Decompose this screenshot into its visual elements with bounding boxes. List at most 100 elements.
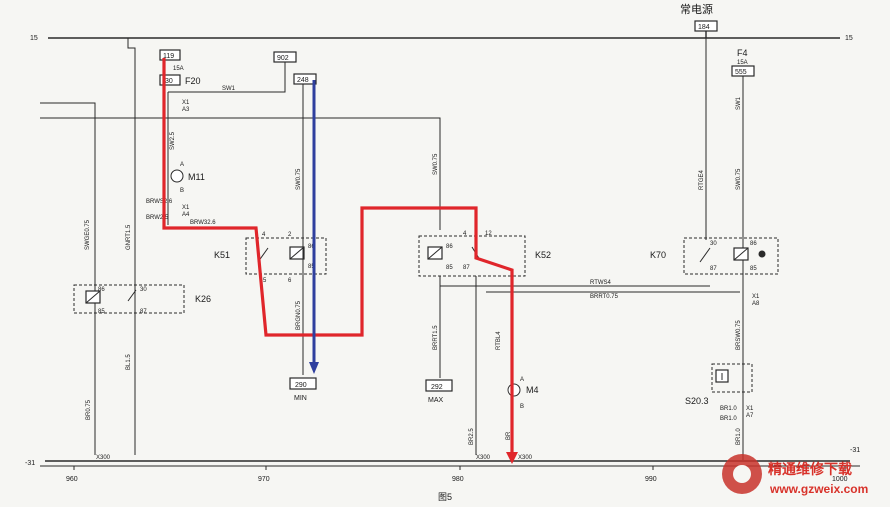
rtbl4-label: RTBL4: [496, 331, 502, 350]
relay-k26-label: K26: [195, 294, 211, 304]
brw26-label: BRW32.6: [190, 220, 216, 226]
svg-text:X1: X1: [182, 205, 190, 211]
rail-31-right-label: -31: [850, 447, 860, 454]
x300-left: X300: [96, 455, 111, 461]
terminal-292-box: [425, 379, 453, 392]
relay-k70-label: K70: [650, 250, 666, 260]
terminal-290-box: [289, 377, 317, 390]
svg-text:2: 2: [288, 232, 292, 238]
motor-m11-label: M11: [188, 172, 205, 182]
current-path-red: [162, 58, 514, 458]
switch-s20-label: S20.3: [685, 396, 709, 406]
axis-tick-1000: 1000: [832, 476, 848, 483]
x300-mid-a: X300: [476, 455, 491, 461]
svg-text:X1: X1: [746, 406, 754, 412]
f4-rating: 15A: [737, 60, 748, 66]
brrt075-label: BRRT0.75: [590, 294, 619, 300]
svg-text:A7: A7: [746, 413, 754, 419]
svg-text:86: 86: [750, 241, 757, 247]
brws26-label: BRWS2.6: [146, 199, 173, 205]
terminal-555: 555: [735, 69, 747, 76]
terminal-248: 248: [297, 77, 309, 84]
sw075-label-k52: SW0.75: [433, 153, 439, 175]
relay-k51-label: K51: [214, 250, 230, 260]
blue-arrow-head: [309, 362, 319, 374]
svg-text:4: 4: [463, 231, 467, 237]
terminal-119-box: [159, 49, 181, 61]
terminal-292: 292: [431, 384, 443, 391]
motor-m11-icon: [170, 169, 184, 183]
brrt15-label: BRRT1.5: [433, 325, 439, 350]
relay-k26-box: [73, 284, 185, 314]
br-label: BR: [506, 431, 512, 440]
svg-text:5: 5: [263, 278, 267, 284]
svg-text:B: B: [520, 404, 524, 410]
relay-k52-label: K52: [535, 250, 551, 260]
relay-k51-box: [245, 237, 327, 275]
swge075-label: SWGE0.75: [85, 219, 91, 250]
min-label: MIN: [294, 395, 307, 402]
axis-tick-980: 980: [452, 476, 464, 483]
svg-text:85: 85: [446, 265, 453, 271]
svg-text:A8: A8: [752, 301, 760, 307]
terminal-119: 119: [163, 53, 174, 60]
terminal-30-box: [159, 74, 181, 86]
relay-k70-box: [683, 237, 779, 275]
svg-text:85: 85: [750, 266, 757, 272]
rtge4-label: RTGE4: [699, 169, 705, 190]
svg-text:4: 4: [262, 232, 266, 238]
svg-text:86: 86: [308, 244, 315, 250]
sw075-label-k70: SW0.75: [736, 168, 742, 190]
red-arrow-head: [506, 452, 518, 464]
svg-text:12: 12: [485, 231, 492, 237]
terminal-248-box: [293, 73, 317, 85]
rail-15-left-label: 15: [30, 35, 38, 42]
brw25-label: BRW2.5: [146, 215, 169, 221]
sw075-label-k51: SW0.75: [296, 168, 302, 190]
motor-m4-icon: [507, 383, 521, 397]
svg-text:87: 87: [710, 266, 717, 272]
x1-label: X1: [182, 100, 190, 106]
axis-ticks: [40, 465, 860, 470]
max-label: MAX: [428, 397, 444, 404]
watermark-title: 精通维修下载: [768, 461, 852, 477]
svg-text:30: 30: [140, 287, 147, 293]
svg-text:86: 86: [98, 287, 105, 293]
terminal-30: 30: [165, 78, 173, 85]
br1-label-a: BR1.0: [720, 406, 737, 412]
svg-text:A4: A4: [182, 212, 190, 218]
br1-label-b: BR1.0: [720, 416, 737, 422]
fuse-f4-label: F4: [737, 48, 748, 58]
gnrt15-label: GNRT1.5: [126, 224, 132, 250]
terminal-902: 902: [277, 55, 289, 62]
a3-label: A3: [182, 107, 190, 113]
svg-text:86: 86: [446, 244, 453, 250]
brgn075-label: BRGN0.75: [296, 300, 302, 330]
svg-text:B: B: [180, 188, 184, 194]
svg-text:87: 87: [140, 309, 147, 315]
svg-text:85: 85: [98, 309, 105, 315]
switch-s20-box: [711, 363, 753, 393]
f20-rating: 15A: [173, 66, 184, 72]
br1-label-c: BR1.0: [736, 428, 742, 445]
svg-text:6: 6: [288, 278, 292, 284]
br075-label: BR0.75: [86, 399, 92, 420]
terminal-184: 184: [698, 24, 710, 31]
svg-text:85: 85: [308, 264, 315, 270]
svg-text:87: 87: [463, 265, 470, 271]
svg-text:30: 30: [710, 241, 717, 247]
sw1-vert-label: SW1: [736, 96, 742, 110]
watermark-url: www.gzweix.com: [769, 482, 868, 496]
sw1-label: SW1: [222, 86, 236, 92]
axis-tick-970: 970: [258, 476, 270, 483]
sw25-label: SW2.5: [170, 131, 176, 150]
rtws4-label: RTWS4: [590, 280, 612, 286]
rail-31-left-label: -31: [25, 460, 35, 467]
axis-tick-990: 990: [645, 476, 657, 483]
axis-tick-960: 960: [66, 476, 78, 483]
svg-text:A: A: [520, 377, 524, 383]
svg-text:A: A: [180, 162, 184, 168]
terminal-290: 290: [295, 382, 307, 389]
x300-mid-b: X300: [518, 455, 533, 461]
